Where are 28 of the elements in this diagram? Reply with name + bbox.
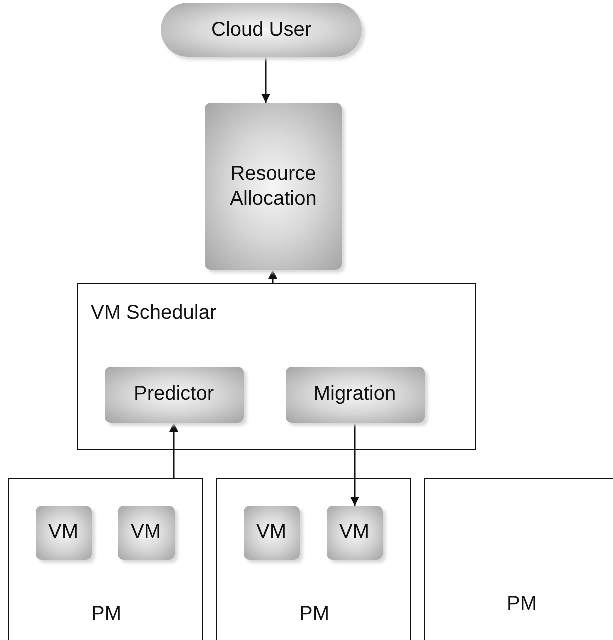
process-box (205, 103, 342, 270)
container-box (8, 478, 203, 640)
arrow (170, 423, 178, 478)
process-box (326, 506, 382, 560)
arrow (262, 57, 270, 103)
terminal-pill (161, 3, 362, 57)
node-label: VM (131, 520, 161, 545)
arrow (268, 270, 278, 283)
node-label: PM (300, 602, 330, 627)
node-label: VM Schedular (91, 301, 217, 326)
node-label: Predictor (134, 382, 214, 407)
arrow (350, 423, 360, 506)
container-box (216, 478, 411, 640)
node-label: PM (92, 602, 122, 627)
container-box (77, 283, 476, 450)
container-box (424, 478, 613, 640)
node-label: Resource Allocation (229, 162, 318, 212)
node-label: VM (256, 520, 286, 545)
node-label: Cloud User (211, 18, 312, 42)
node-label: Migration (314, 382, 396, 407)
process-box (36, 506, 92, 560)
node-label: VM (48, 520, 78, 545)
process-box (104, 366, 244, 422)
process-box (118, 506, 174, 560)
process-box (286, 366, 424, 422)
node-label: PM (507, 592, 537, 617)
node-label: VM (340, 520, 370, 545)
process-box (244, 506, 300, 560)
